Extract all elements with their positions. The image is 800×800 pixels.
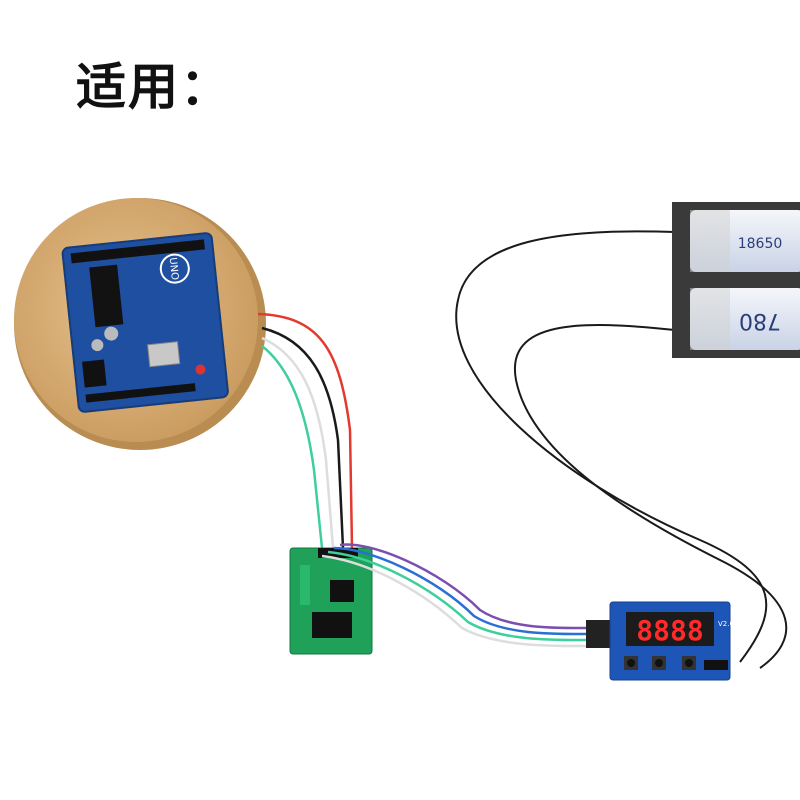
arduino-logo-text: UNO (167, 257, 180, 281)
ribbon-wire-4 (321, 554, 596, 648)
battery-cell-text-bottom: 780 (739, 308, 781, 333)
ribbon-wire-2 (333, 546, 596, 636)
display-module: 8888 V2.0 (586, 601, 734, 681)
arduino-board: UNO (61, 232, 229, 413)
wire-green (261, 345, 324, 549)
battery-wire-1 (455, 230, 768, 663)
wire-black (261, 326, 345, 549)
battery-cell-text-top: 18650 (738, 236, 783, 252)
display-digits: 8888 (636, 614, 703, 647)
ribbon-wire-1 (339, 543, 596, 630)
ribbon-wire-3 (327, 550, 596, 642)
display-version-label: V2.0 (718, 620, 734, 628)
wire-red (257, 312, 354, 549)
wire-white (261, 336, 335, 549)
battery-holder: 18650 780 (672, 202, 800, 358)
battery-wire-2 (513, 324, 788, 669)
heading: 适用： (76, 58, 232, 116)
